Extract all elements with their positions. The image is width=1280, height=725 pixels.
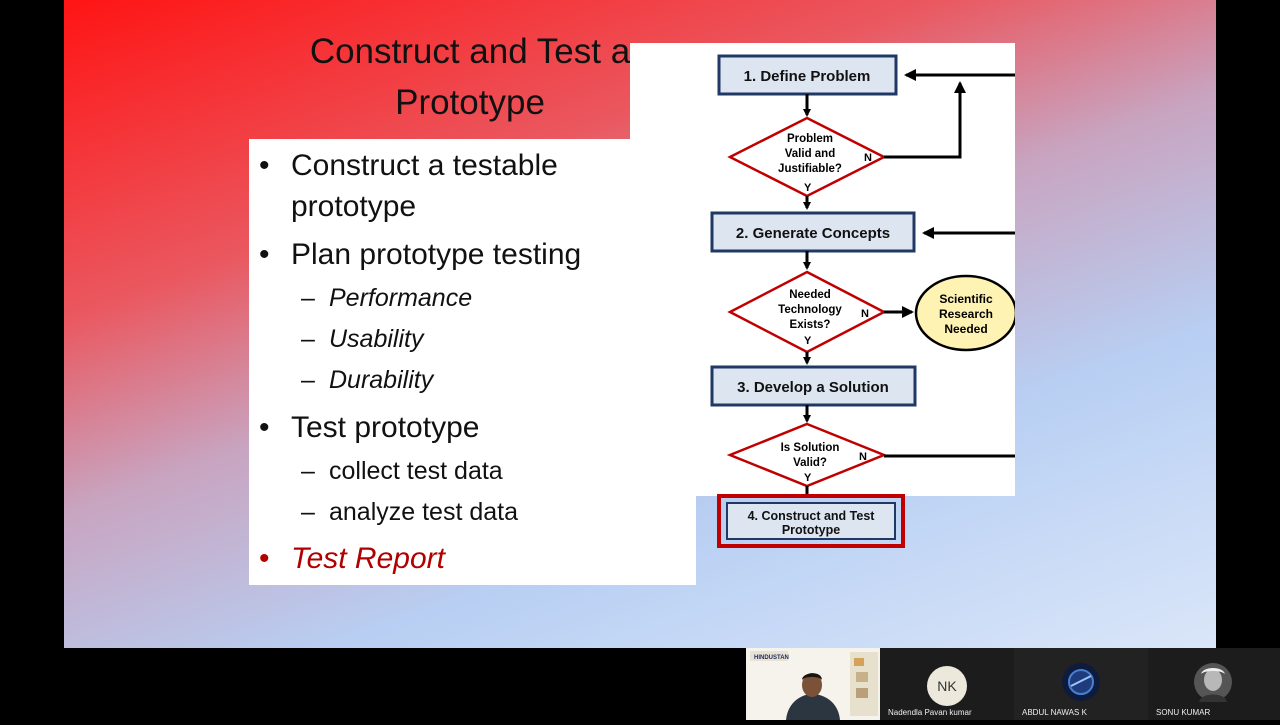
participant-tile[interactable]: NK Nadendla Pavan kumar xyxy=(880,648,1014,720)
bullet-dot: • xyxy=(259,542,270,575)
flow-step-develop-solution: 3. Develop a Solution xyxy=(710,365,917,407)
bullet-item: • Construct a testable prototype xyxy=(259,145,558,227)
yes-label: Y xyxy=(804,182,812,194)
decision-text: Problem xyxy=(787,133,833,145)
participant-tile[interactable]: ABDUL NAWAS K xyxy=(1014,648,1148,720)
sub-bullet-text: Performance xyxy=(329,284,473,312)
oval-text: Needed xyxy=(944,322,987,336)
presenter-video-thumbnail: HINDUSTAN xyxy=(746,648,880,720)
sub-bullet-item: – analyze test data xyxy=(301,495,519,529)
bullet-text: prototype xyxy=(291,190,417,223)
design-process-flowchart: 1. Define Problem Problem Valid and Just… xyxy=(630,43,1015,496)
no-label: N xyxy=(861,308,869,320)
yes-label: Y xyxy=(804,335,812,347)
participant-name: Nadendla Pavan kumar xyxy=(888,708,972,717)
no-label: N xyxy=(859,451,867,463)
participant-name: SONU KUMAR xyxy=(1156,708,1211,717)
flow-step-label: 1. Define Problem xyxy=(744,68,871,85)
decision-text: Justifiable? xyxy=(778,163,842,175)
decision-text: Valid? xyxy=(793,457,827,469)
globe-avatar-icon xyxy=(1062,663,1100,701)
sub-bullet-item: – Usability xyxy=(301,322,424,356)
sub-bullet-text: analyze test data xyxy=(329,498,519,526)
avatar: NK xyxy=(927,666,967,706)
slide-title: Construct and Test a Prototype xyxy=(260,26,680,128)
bullet-text: Test prototype xyxy=(291,411,480,444)
slide-title-line2: Prototype xyxy=(395,83,545,122)
sub-bullet-text: collect test data xyxy=(329,457,503,485)
bullet-text: Construct a testable xyxy=(291,149,558,182)
flow-step-define-problem: 1. Define Problem xyxy=(717,54,898,96)
decision-text: Exists? xyxy=(790,319,831,331)
flow-step-label: 4. Construct and Test xyxy=(748,509,876,523)
flow-oval-scientific-research: Scientific Research Needed xyxy=(914,274,1015,352)
no-label: N xyxy=(864,152,872,164)
slide-title-line1: Construct and Test a xyxy=(309,32,631,71)
sub-bullet-dash: – xyxy=(301,457,315,485)
sub-bullet-item: – Performance xyxy=(301,281,473,315)
bullet-text: Plan prototype testing xyxy=(291,238,582,271)
bullet-dot: • xyxy=(259,411,270,444)
sub-bullet-dash: – xyxy=(301,325,315,353)
flow-step-label: 3. Develop a Solution xyxy=(737,379,889,396)
flow-decision-solution-valid: Is Solution Valid? N Y xyxy=(726,422,888,488)
bullet-dot: • xyxy=(259,238,270,271)
bullet-item: • Plan prototype testing xyxy=(259,234,582,275)
flow-step-construct-test-highlight: 4. Construct and Test Prototype xyxy=(630,493,950,553)
flow-step-label: 2. Generate Concepts xyxy=(736,225,890,242)
sub-bullet-item: – Durability xyxy=(301,363,434,397)
flow-decision-problem-valid: Problem Valid and Justifiable? N Y xyxy=(727,116,887,198)
portrait-avatar-icon xyxy=(1194,663,1232,702)
oval-text: Research xyxy=(939,307,993,321)
sub-bullet-text: Usability xyxy=(329,325,424,353)
decision-text: Valid and xyxy=(785,148,836,160)
participant-tile[interactable]: SONU KUMAR xyxy=(1148,648,1280,720)
decision-text: Is Solution xyxy=(781,442,840,454)
decision-text: Needed xyxy=(789,289,831,301)
oval-text: Scientific xyxy=(939,292,993,306)
bullet-text-box: • Construct a testable prototype • Plan … xyxy=(249,139,696,585)
participant-video-strip: HINDUSTAN NK Nadendla Pavan kumar ABDUL … xyxy=(746,648,1280,720)
participant-tile-video[interactable]: HINDUSTAN xyxy=(746,648,880,720)
sub-bullet-text: Durability xyxy=(329,366,434,394)
bullet-item: • Test prototype xyxy=(259,407,480,448)
flow-decision-technology-exists: Needed Technology Exists? N Y xyxy=(727,270,887,354)
yes-label: Y xyxy=(804,472,812,484)
bullet-dot: • xyxy=(259,149,270,182)
flow-step-generate-concepts: 2. Generate Concepts xyxy=(710,211,916,253)
bullet-text-highlight: Test Report xyxy=(291,542,445,575)
sub-bullet-dash: – xyxy=(301,498,315,526)
sub-bullet-item: – collect test data xyxy=(301,454,503,488)
decision-text: Technology xyxy=(778,304,842,316)
bullet-item: • Test Report xyxy=(259,538,445,579)
svg-text:HINDUSTAN: HINDUSTAN xyxy=(754,655,789,661)
flow-step-label: Prototype xyxy=(782,523,840,537)
sub-bullet-dash: – xyxy=(301,366,315,394)
participant-name: ABDUL NAWAS K xyxy=(1022,708,1087,717)
sub-bullet-dash: – xyxy=(301,284,315,312)
